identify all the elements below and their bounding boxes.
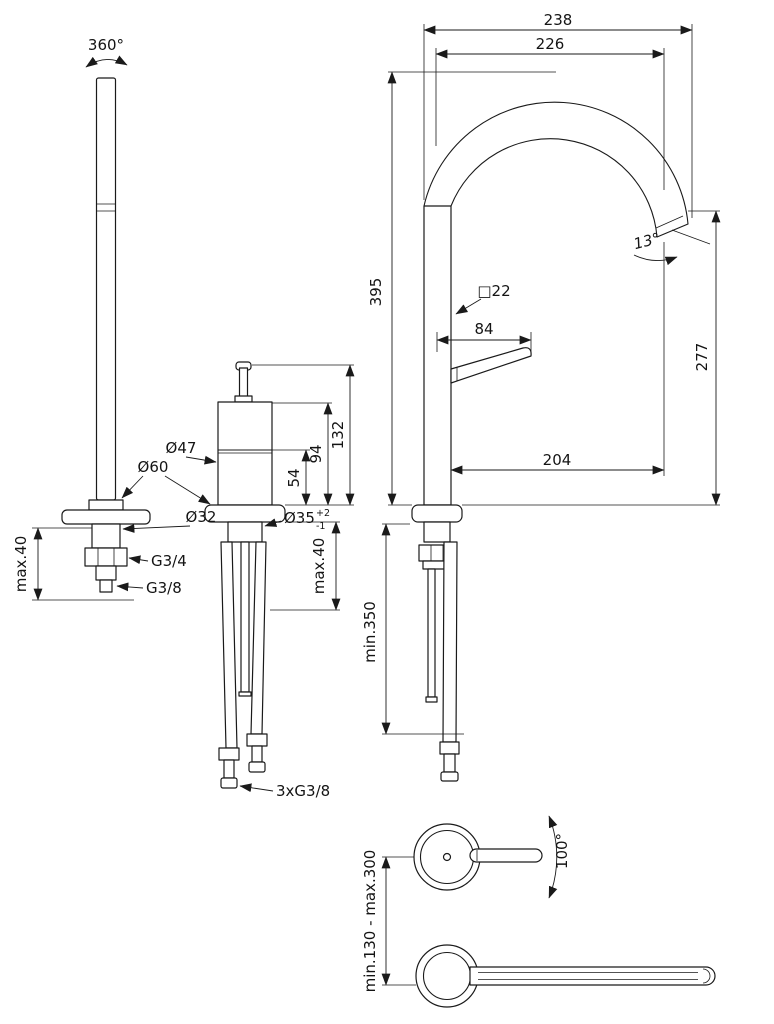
dia47-label: Ø47: [166, 439, 197, 457]
hose-thread-label: 3xG3/8: [276, 782, 330, 800]
max40-left-label: max.40: [12, 536, 30, 593]
thread-labels-spout: G3/4 G3/8: [116, 552, 187, 597]
dim-84: 84: [436, 320, 532, 356]
g34-label: G3/4: [151, 552, 187, 570]
spout-side-view: 360° max.40 G3/4 G3: [12, 36, 187, 601]
dim-226: 226: [435, 35, 665, 190]
dim-54: 54: [272, 449, 311, 506]
rotation-360-label: 360°: [88, 36, 124, 54]
faucet-front-view: 238 226 395 277 13° □22: [361, 11, 721, 782]
g38-label: G3/8: [146, 579, 182, 597]
dim-reach-range: min.130 - max.300: [361, 850, 416, 993]
spout-base-assembly: [61, 499, 151, 593]
body-cylinder: [217, 401, 273, 506]
dia60-label: Ø60: [138, 458, 169, 476]
dim-94: 94: [272, 402, 333, 506]
dia35-label: Ø35: [284, 509, 315, 527]
reach-range-label: min.130 - max.300: [361, 850, 379, 993]
dia32-label: Ø32: [186, 508, 217, 526]
handle-angle-label: 100°: [553, 833, 571, 869]
label-3xg38: 3xG3/8: [239, 782, 330, 800]
supply-hose-right: [439, 541, 460, 782]
supply-hoses: [218, 541, 268, 789]
dim-204: 204: [450, 242, 665, 476]
angle-13: 13°: [632, 229, 711, 266]
dim-238: 238: [423, 11, 693, 218]
label-square22: □22: [455, 282, 511, 315]
dim-84-label: 84: [474, 320, 493, 338]
max40-middle-label: max.40: [310, 538, 328, 595]
min350-label: min.350: [361, 601, 379, 663]
dim-132-label: 132: [329, 421, 347, 450]
square-section-label: □22: [477, 282, 510, 300]
dim-395-label: 395: [367, 278, 385, 307]
handle-lever: [450, 347, 532, 384]
dia35-tolerance-minus: -1: [316, 521, 325, 532]
dim-max40-middle: max.40: [270, 521, 341, 611]
lever-pin: [234, 361, 253, 403]
dim-54-label: 54: [285, 468, 303, 487]
dim-395: 395: [367, 71, 556, 506]
spout-top-view: [415, 944, 716, 1008]
faucet-body-and-spout: [423, 101, 689, 506]
dim-min350: min.350: [361, 523, 464, 735]
spout-pipe: [95, 77, 117, 501]
dim-226-label: 226: [536, 35, 565, 53]
rotation-360-annotation: 360°: [85, 36, 128, 68]
outlet-angle-label: 13°: [632, 229, 662, 253]
dim-132: 132: [252, 364, 355, 506]
dim-100deg: 100°: [548, 815, 571, 899]
mixer-body-side-view: Ø47 Ø60 Ø32 Ø35 +2 -1 54 94: [121, 361, 355, 800]
dim-277: 277: [462, 210, 721, 506]
dim-277-label: 277: [693, 343, 711, 372]
label-dia47: Ø47: [166, 439, 217, 465]
top-view: 100° min.130 - max.300: [361, 815, 716, 1008]
threaded-stud: [238, 541, 252, 697]
label-dia60: Ø60: [121, 458, 211, 505]
dia35-tolerance-plus: +2: [316, 508, 330, 519]
rotation-arrow-icon: [85, 55, 128, 68]
base-flange-middle: [204, 504, 286, 543]
dim-max40-left: max.40: [12, 527, 134, 601]
label-dia35: Ø35 +2 -1: [264, 508, 330, 532]
dim-94-label: 94: [307, 444, 325, 463]
dim-204-label: 204: [543, 451, 572, 469]
label-dia32: Ø32: [122, 508, 217, 533]
dim-238-label: 238: [544, 11, 573, 29]
handle-top-view: [413, 823, 543, 891]
